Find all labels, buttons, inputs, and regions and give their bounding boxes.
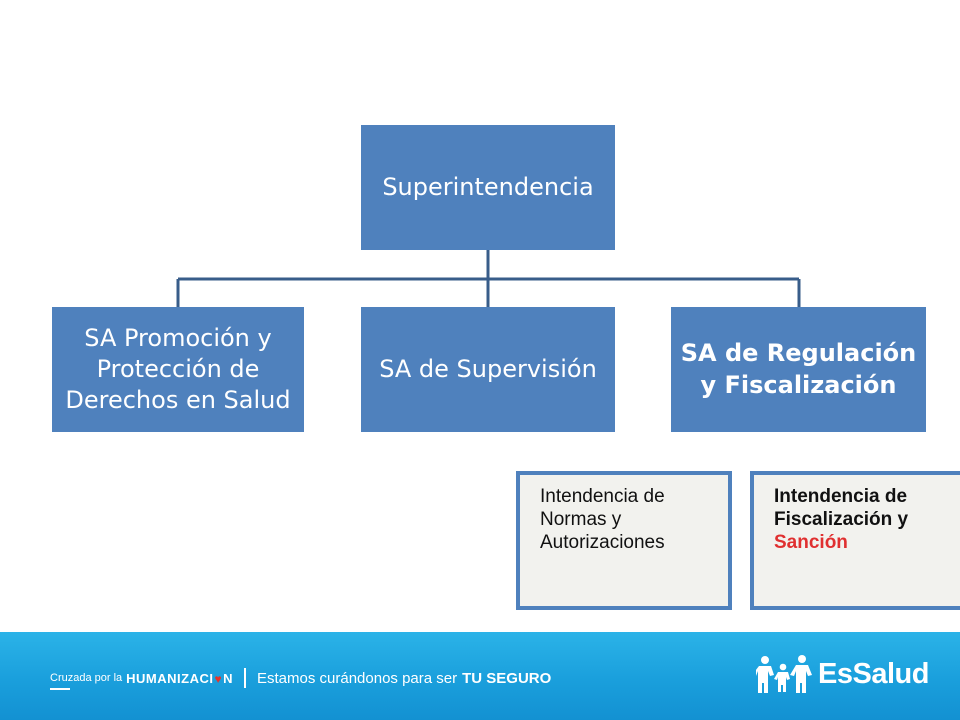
org-box-root: Superintendencia <box>361 125 615 250</box>
campaign-name-part2: N <box>223 670 233 686</box>
org-box-promocion: SA Promoción y Protección de Derechos en… <box>52 307 304 432</box>
slogan-message: Estamos curándonos para ser <box>257 669 458 687</box>
heart-icon: ♥ <box>214 671 223 686</box>
slogan-message-strong: TU SEGURO <box>462 669 552 687</box>
essalud-logo-text: EsSalud <box>818 657 929 690</box>
slogan-divider <box>244 668 246 688</box>
campaign-name: HUMANIZACI♥N <box>126 671 233 686</box>
essalud-logo: EsSalud <box>756 654 929 694</box>
org-box-regulacion-label: SA de Regulación y Fiscalización <box>680 339 917 399</box>
sub-unit-fiscalizacion: Intendencia de Fiscalización y Sanción <box>750 471 960 610</box>
org-box-supervision: SA de Supervisión <box>361 307 615 432</box>
org-box-supervision-label: SA de Supervisión <box>379 354 597 383</box>
org-box-root-label: Superintendencia <box>382 172 594 201</box>
footer-banner: Cruzada por la HUMANIZACI♥N Estamos curá… <box>0 632 960 720</box>
slogan-underline <box>50 688 70 690</box>
slogan-prefix: Cruzada por la <box>50 672 123 684</box>
family-figures-icon <box>756 655 812 693</box>
sub-unit-normas-label: Intendencia de Normas y Autorizaciones <box>540 486 665 553</box>
campaign-name-part1: HUMANIZACI <box>126 670 214 686</box>
org-box-regulacion: SA de Regulación y Fiscalización <box>671 307 926 432</box>
sub-unit-fiscalizacion-label: Intendencia de Fiscalización y <box>774 486 909 530</box>
sub-unit-fiscalizacion-accent: Sanción <box>774 531 848 553</box>
sub-unit-normas: Intendencia de Normas y Autorizaciones <box>516 471 732 610</box>
org-box-promocion-label: SA Promoción y Protección de Derechos en… <box>65 323 291 415</box>
campaign-slogan: Cruzada por la HUMANIZACI♥N Estamos curá… <box>50 668 551 688</box>
